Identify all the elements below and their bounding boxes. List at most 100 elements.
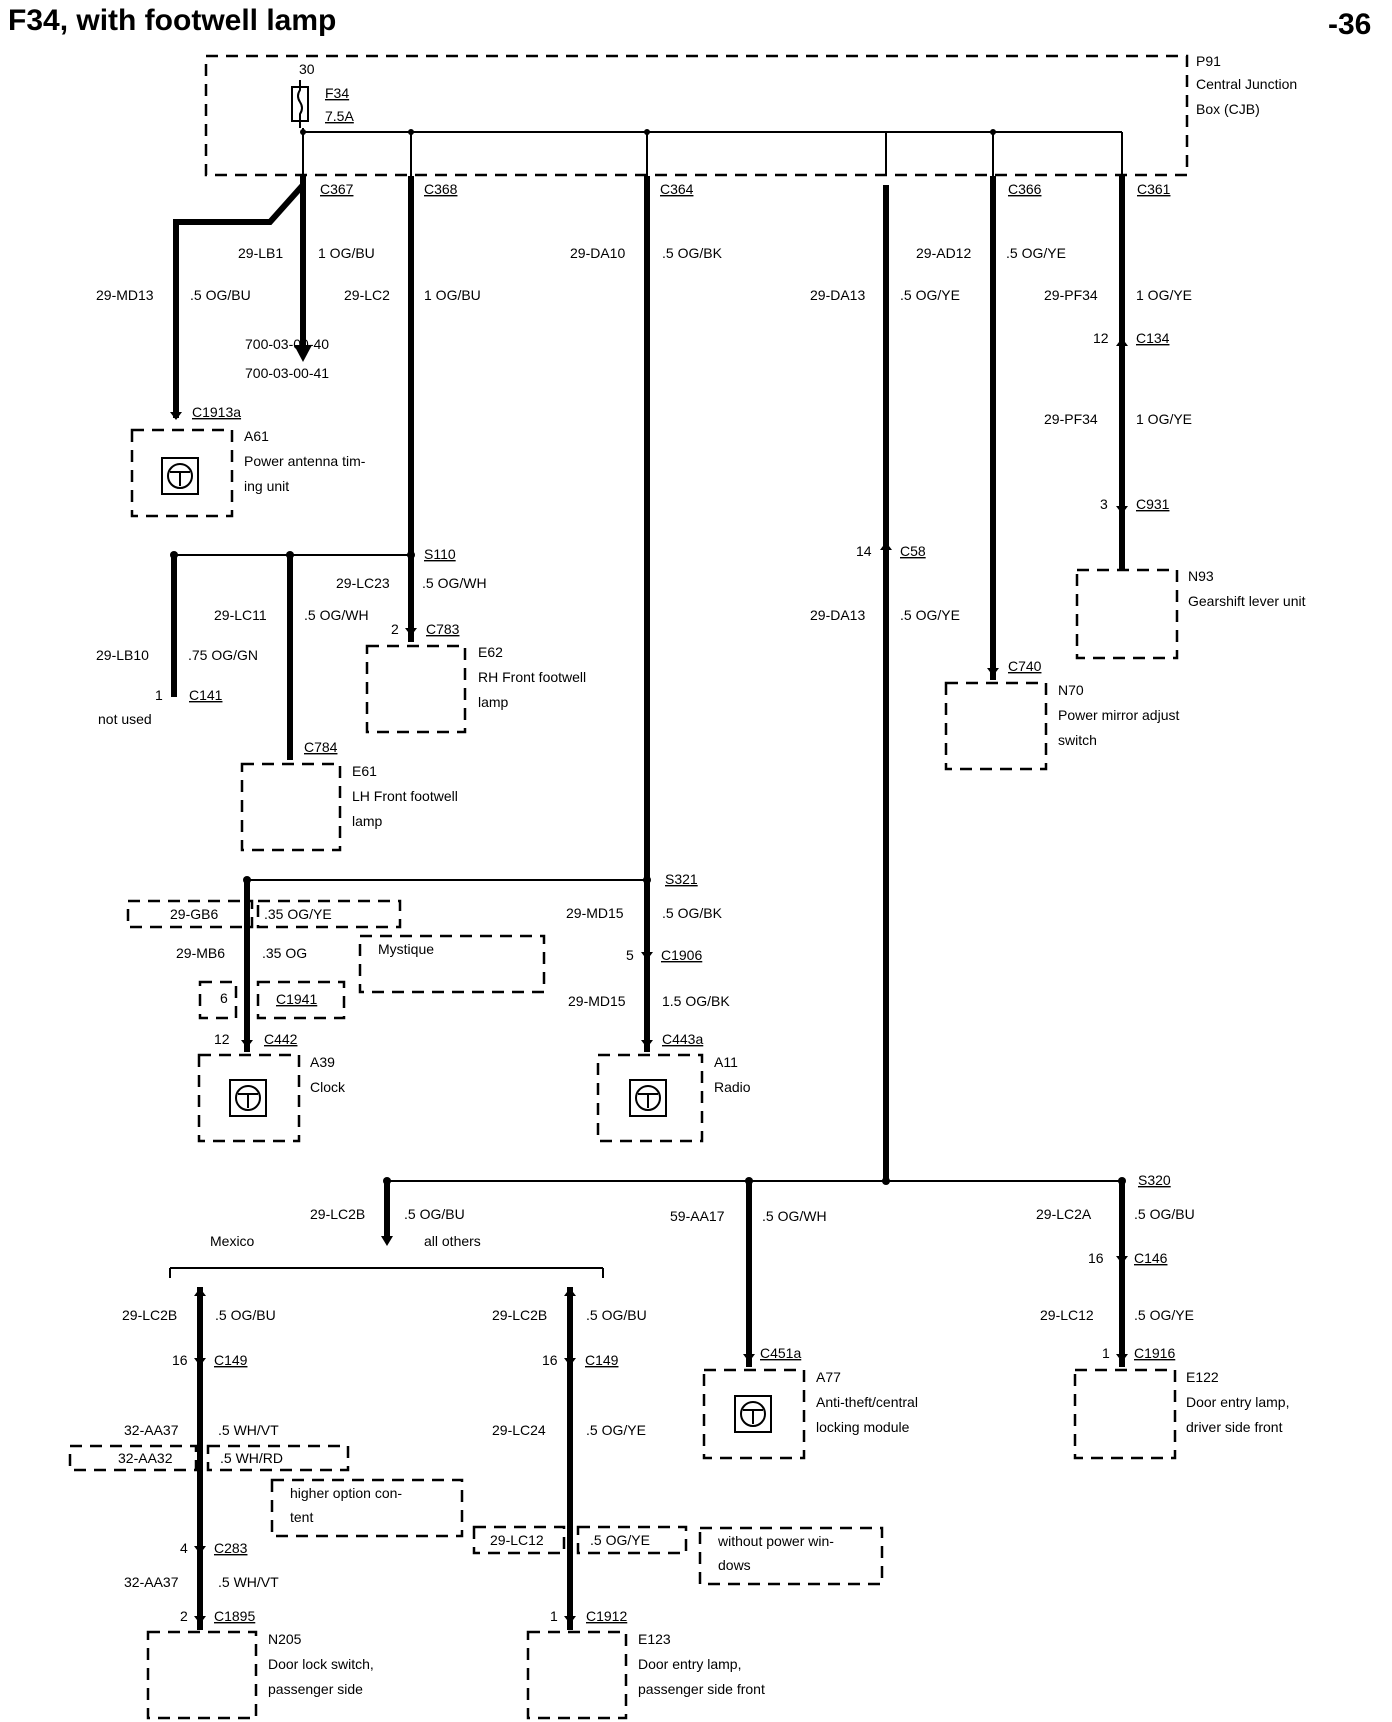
- wire-29-lb1-arrow: [294, 345, 312, 362]
- a39-ref: A39: [310, 1054, 335, 1070]
- splice-s110: S110: [424, 546, 456, 562]
- e123-label-1: Door entry lamp,: [638, 1656, 741, 1672]
- e123-ref: E123: [638, 1631, 671, 1647]
- conn-c931: C931: [1136, 496, 1170, 512]
- cjb-box: [204, 54, 1189, 177]
- e62-label-1: RH Front footwell: [478, 669, 586, 685]
- pin-3-c931: 3: [1100, 496, 1108, 512]
- wire-32-aa37b-label: 32-AA37: [124, 1574, 179, 1590]
- page-number: -36: [1328, 8, 1371, 41]
- pin-12-c134: 12: [1093, 330, 1109, 346]
- note-not-used: not used: [98, 711, 152, 727]
- e123-label-2: passenger side front: [638, 1681, 765, 1697]
- wire-59-aa17-spec: .5 OG/WH: [762, 1208, 827, 1224]
- a77-label-2: locking module: [816, 1419, 910, 1435]
- alt-gb6-box: [126, 899, 254, 929]
- e61-label-1: LH Front footwell: [352, 788, 458, 804]
- a61-label-1: Power antenna tim-: [244, 453, 366, 469]
- a61-icon: [161, 457, 199, 495]
- ref-700-40: 700-03-00-40: [245, 336, 329, 352]
- pin-1-c1916: 1: [1102, 1345, 1110, 1361]
- conn-c1895: C1895: [214, 1608, 255, 1624]
- wire-29-md15a-spec: .5 OG/BK: [662, 905, 723, 921]
- a77-icon: [734, 1395, 772, 1433]
- conn-c134: C134: [1136, 330, 1170, 346]
- wire-32-aa37b-spec: .5 WH/VT: [218, 1574, 279, 1590]
- alt-pin-6-box: [198, 980, 238, 1020]
- wire-29-pf34a-spec: 1 OG/YE: [1136, 287, 1192, 303]
- wire-29-lc12b-label: 29-LC12: [490, 1532, 544, 1548]
- wire-29-da13-label: 29-DA13: [810, 287, 865, 303]
- wire-29-da10-spec: .5 OG/BK: [662, 245, 723, 261]
- connector-marks: [170, 338, 1128, 1624]
- a77-label-1: Anti-theft/central: [816, 1394, 918, 1410]
- pin-4-c283: 4: [180, 1540, 188, 1556]
- n70-box: [944, 681, 1048, 771]
- a39-icon: [229, 1079, 267, 1117]
- wire-29-lc23-spec: .5 OG/WH: [422, 575, 487, 591]
- wire-32-aa37a-label: 32-AA37: [124, 1422, 179, 1438]
- pin-16-c146: 16: [1088, 1250, 1104, 1266]
- wire-29-lc2a-spec: .5 OG/BU: [1134, 1206, 1195, 1222]
- conn-c784: C784: [304, 739, 338, 755]
- wire-32-aa32-label: 32-AA32: [118, 1450, 173, 1466]
- a11-box: [596, 1053, 704, 1143]
- pin-12-c442: 12: [214, 1031, 230, 1047]
- n205-label-2: passenger side: [268, 1681, 363, 1697]
- n205-ref: N205: [268, 1631, 302, 1647]
- cjb-pin: 30: [299, 61, 315, 77]
- n70-label-1: Power mirror adjust: [1058, 707, 1179, 723]
- wire-29-lc23-label: 29-LC23: [336, 575, 390, 591]
- alt-gb6-spec-box: [256, 899, 402, 929]
- e62-box: [365, 644, 467, 734]
- wire-29-lc12b-spec: .5 OG/YE: [590, 1532, 650, 1548]
- wire-29-lc12-label: 29-LC12: [1040, 1307, 1094, 1323]
- n205-label-1: Door lock switch,: [268, 1656, 374, 1672]
- conn-c442: C442: [264, 1031, 298, 1047]
- alt-aa32-spec-box: [206, 1444, 350, 1472]
- e122-box: [1073, 1368, 1177, 1460]
- wire-29-lc2-label: 29-LC2: [344, 287, 390, 303]
- note-without-2: dows: [718, 1557, 751, 1573]
- wire-29-lb1-label: 29-LB1: [238, 245, 283, 261]
- n70-ref: N70: [1058, 682, 1084, 698]
- alt-lc12-spec-box: [576, 1525, 688, 1555]
- splice-s321: S321: [665, 871, 698, 887]
- wire-29-md13: [173, 183, 306, 418]
- wire-29-lc2b-label: 29-LC2B: [310, 1206, 365, 1222]
- splice-s320: S320: [1138, 1172, 1171, 1188]
- higher-option-box: [270, 1478, 464, 1538]
- conn-c366: C366: [1008, 181, 1042, 197]
- wire-29-lc2b-left-label: 29-LC2B: [122, 1307, 177, 1323]
- e123-box: [526, 1630, 628, 1720]
- conn-c368: C368: [424, 181, 458, 197]
- note-higher-1: higher option con-: [290, 1485, 402, 1501]
- wire-32-aa37a-spec: .5 WH/VT: [218, 1422, 279, 1438]
- note-mystique: Mystique: [378, 941, 434, 957]
- wire-29-lc2a-label: 29-LC2A: [1036, 1206, 1092, 1222]
- wire-29-lc2b-spec: .5 OG/BU: [404, 1206, 465, 1222]
- fuse-element: [297, 80, 303, 128]
- conn-c149-right: C149: [585, 1352, 619, 1368]
- note-mexico: Mexico: [210, 1233, 255, 1249]
- n93-label: Gearshift lever unit: [1188, 593, 1306, 609]
- without-windows-box: [698, 1526, 884, 1586]
- n93-ref: N93: [1188, 568, 1214, 584]
- e61-ref: E61: [352, 763, 377, 779]
- e61-box: [240, 762, 342, 852]
- n70-label-2: switch: [1058, 732, 1097, 748]
- a11-ref: A11: [714, 1054, 738, 1070]
- pin-5-c1906: 5: [626, 947, 634, 963]
- n93-box: [1075, 568, 1179, 660]
- a39-box: [197, 1053, 301, 1143]
- cjb-name-1: Central Junction: [1196, 76, 1297, 92]
- wire-29-lc24-spec: .5 OG/YE: [586, 1422, 646, 1438]
- wire-29-gb6-label: 29-GB6: [170, 906, 218, 922]
- conn-c1913a: C1913a: [192, 404, 241, 420]
- wire-29-lc2b-right-spec: .5 OG/BU: [586, 1307, 647, 1323]
- a77-ref: A77: [816, 1369, 841, 1385]
- wire-29-lc12-spec: .5 OG/YE: [1134, 1307, 1194, 1323]
- n205-box: [146, 1630, 258, 1720]
- a39-label: Clock: [310, 1079, 346, 1095]
